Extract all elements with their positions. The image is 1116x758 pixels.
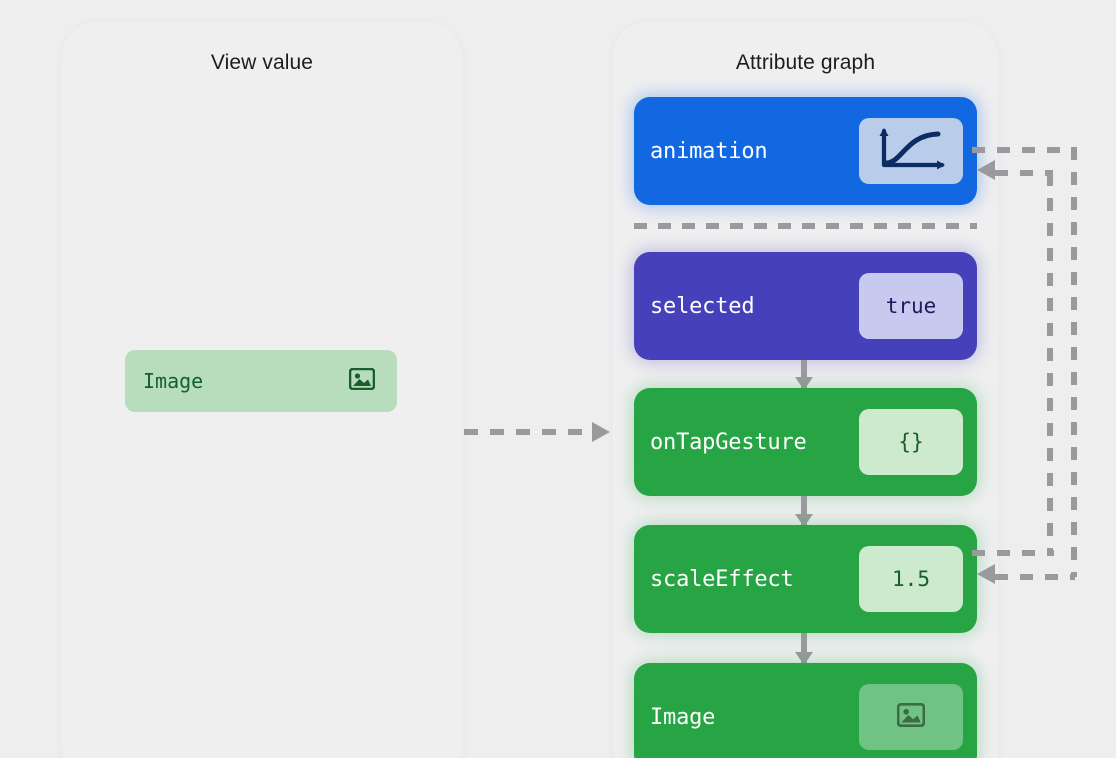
arrow-head-icon — [795, 377, 813, 390]
node-animation-value — [859, 118, 963, 184]
connector-scaleeffect-to-image — [795, 633, 813, 665]
node-ontapgesture-value: {} — [859, 409, 963, 475]
photo-icon — [896, 702, 926, 732]
connector-stem — [801, 633, 807, 664]
arrow-head-icon — [592, 422, 610, 442]
attribute-graph-panel-title: Attribute graph — [735, 51, 876, 74]
view-value-chip[interactable]: Image — [125, 350, 397, 412]
animation-separator-dashed — [634, 223, 977, 229]
connector-stem — [801, 496, 807, 526]
connector-selected-to-ontapgesture — [795, 360, 813, 390]
arrow-head-icon — [977, 160, 995, 180]
easing-curve-icon — [872, 125, 950, 178]
view-value-chip-label: Image — [143, 369, 204, 393]
view-value-panel-title: View value — [210, 51, 314, 74]
arrow-head-icon — [977, 564, 995, 584]
arrow-head-icon — [795, 514, 813, 527]
photo-icon — [348, 367, 376, 395]
node-selected[interactable]: selected true — [634, 252, 977, 360]
node-image-value — [859, 684, 963, 750]
node-image[interactable]: Image — [634, 663, 977, 758]
edge-scaleeffect-to-animation-right — [1047, 173, 1053, 556]
node-ontapgesture[interactable]: onTapGesture {} — [634, 388, 977, 496]
node-scaleeffect[interactable]: scaleEffect 1.5 — [634, 525, 977, 633]
node-scaleeffect-label: scaleEffect — [650, 566, 794, 592]
edge-scaleeffect-to-animation-bottom — [972, 550, 1054, 556]
node-selected-value: true — [859, 273, 963, 339]
connector-stem — [801, 360, 807, 389]
node-ontapgesture-label: onTapGesture — [650, 429, 807, 455]
edge-scaleeffect-to-animation-top — [995, 170, 1053, 176]
edge-view-to-graph — [464, 422, 610, 442]
node-animation-label: animation — [650, 138, 768, 164]
edge-dash — [464, 429, 586, 435]
node-image-label: Image — [650, 704, 716, 730]
node-selected-label: selected — [650, 293, 755, 319]
node-animation[interactable]: animation — [634, 97, 977, 205]
arrow-head-icon — [795, 652, 813, 665]
connector-ontapgesture-to-scaleeffect — [795, 496, 813, 527]
edge-animation-to-scaleeffect-top — [972, 147, 1077, 153]
edge-animation-to-scaleeffect-bottom — [995, 574, 1075, 580]
node-scaleeffect-value: 1.5 — [859, 546, 963, 612]
edge-animation-to-scaleeffect-right — [1071, 147, 1077, 577]
